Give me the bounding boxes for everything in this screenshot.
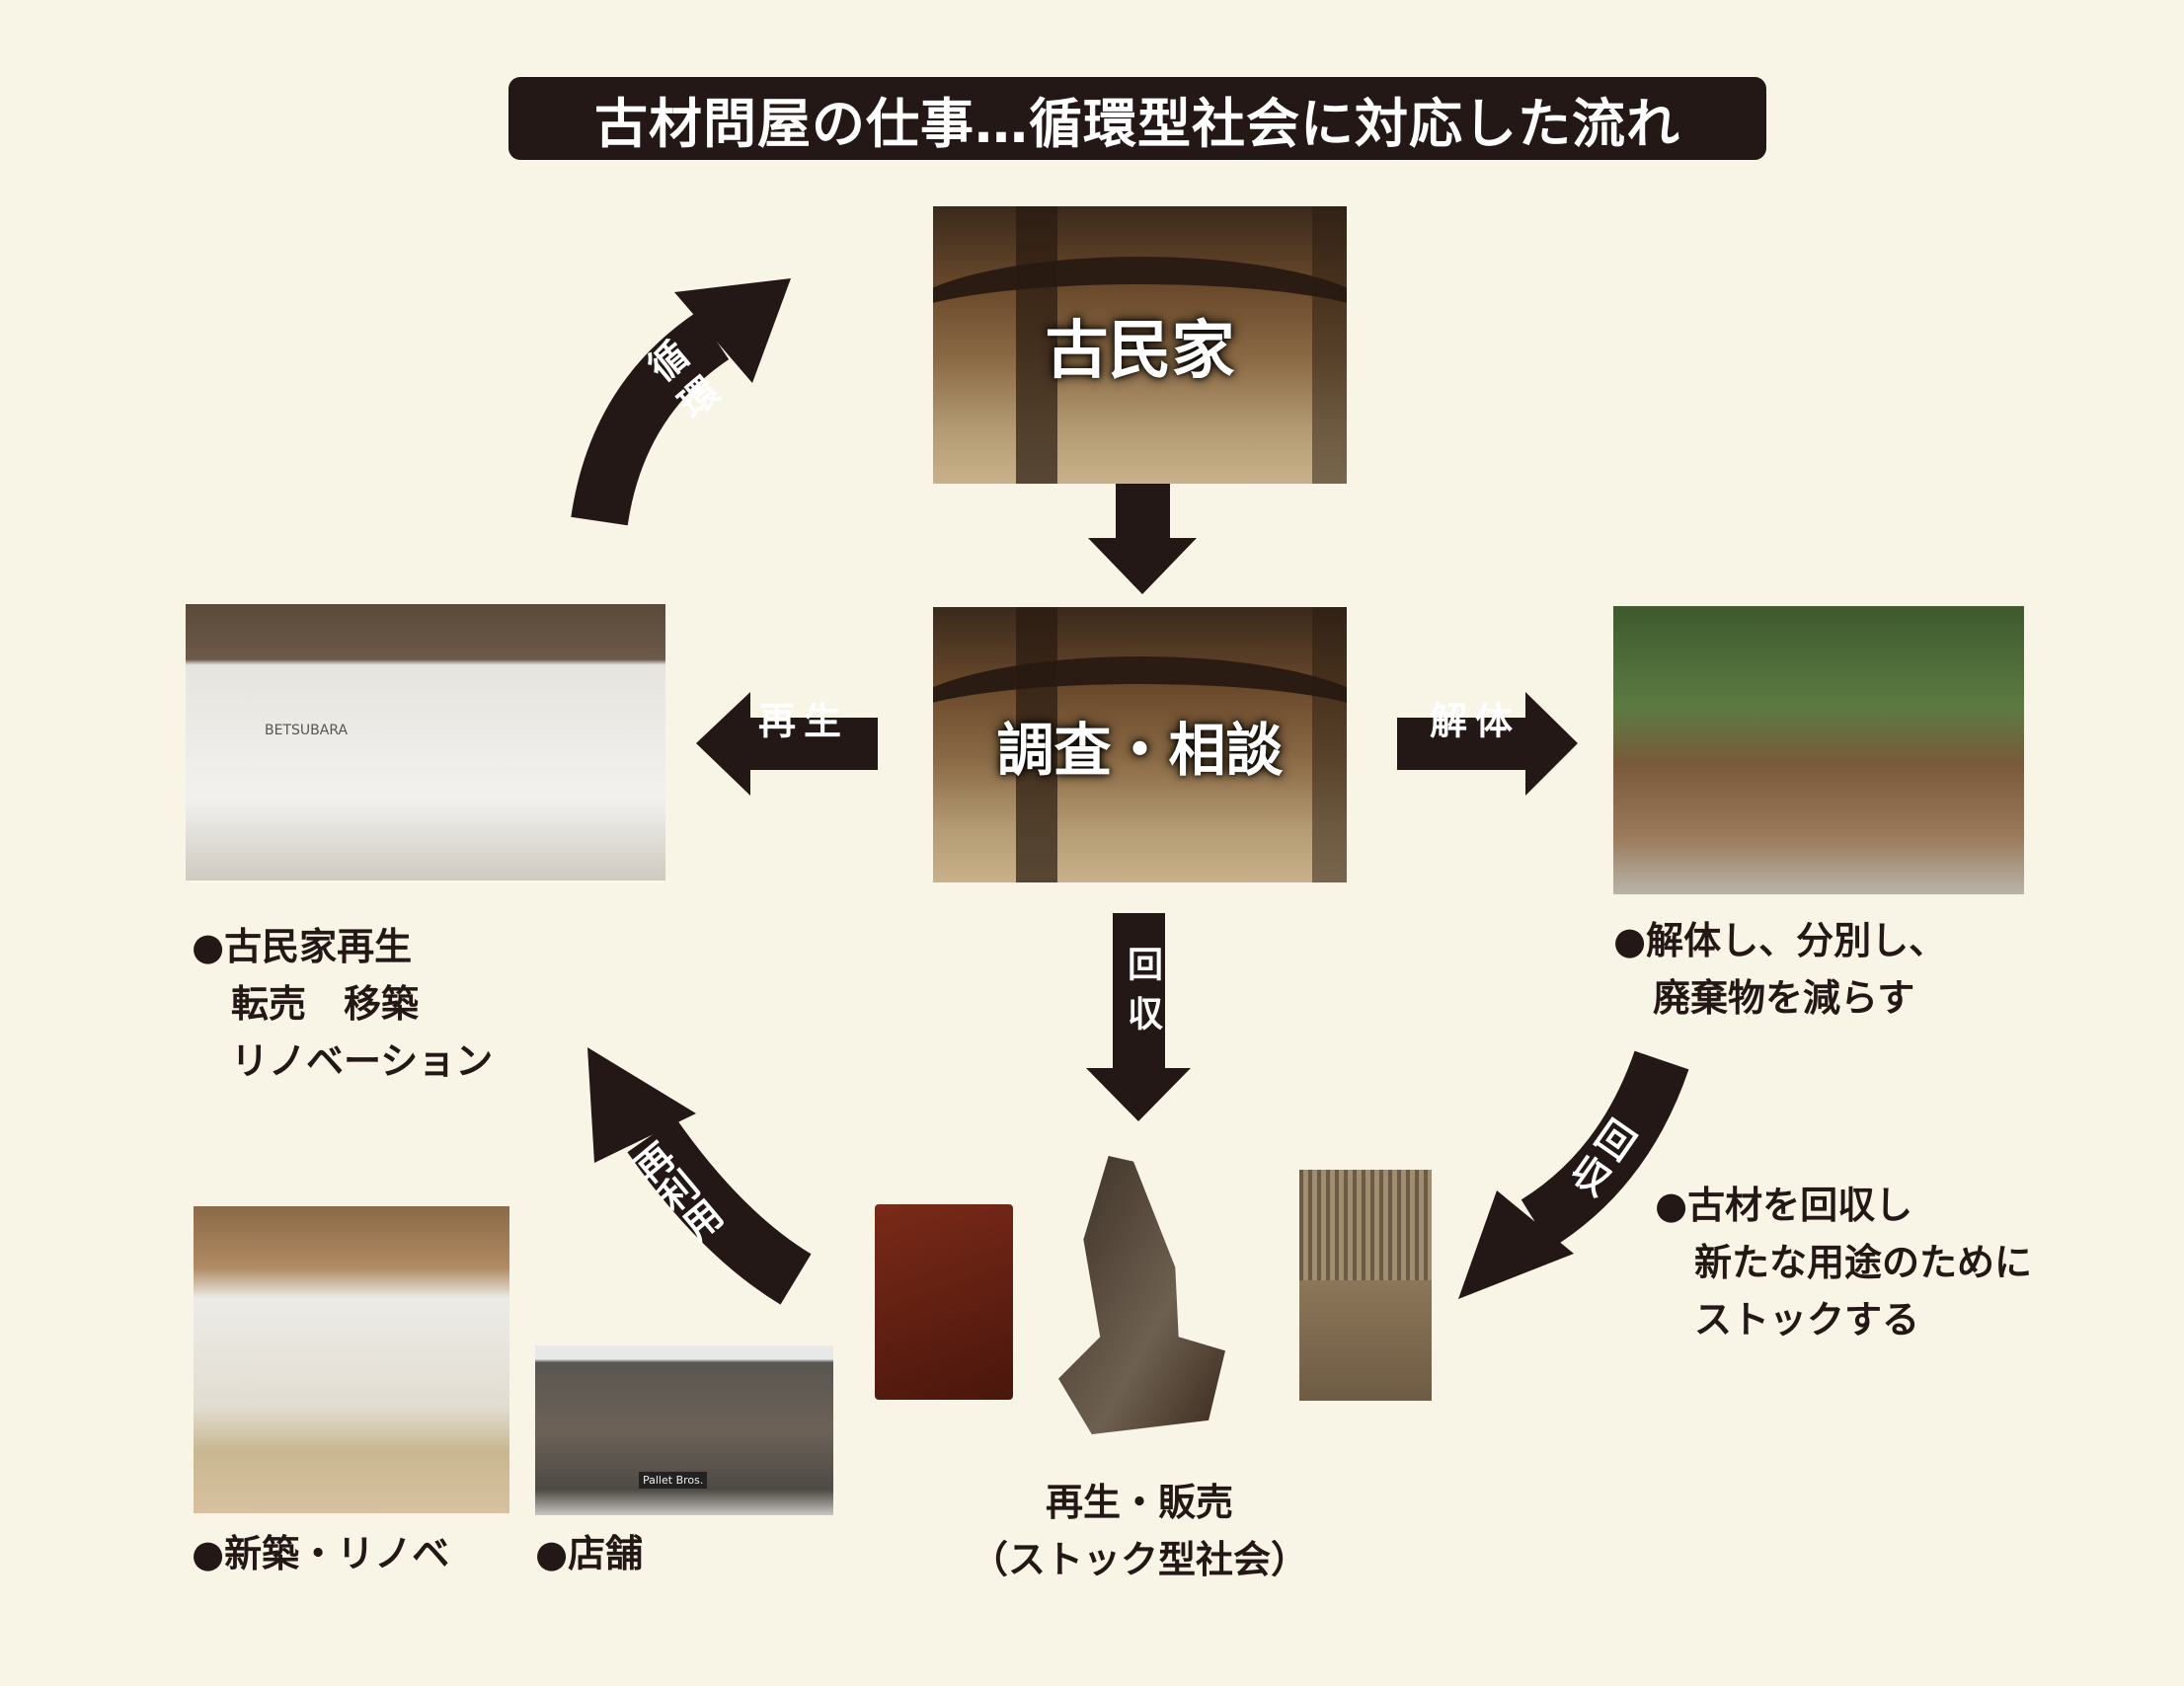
arrow-curved-reuse xyxy=(627,1117,812,1305)
photo-new-build xyxy=(194,1206,509,1513)
desc-line: ストックする xyxy=(1694,1298,1920,1341)
arrow-label-collect-down: 回収 xyxy=(1122,946,1162,1044)
arrow-right-dismantle xyxy=(1397,692,1578,796)
store-sign: Pallet Bros. xyxy=(639,1472,708,1489)
desc-line: ●解体し、分別し、 xyxy=(1613,919,1947,962)
old-house-label: 古民家 xyxy=(1045,314,1235,388)
arrow-down-survey xyxy=(1088,484,1197,594)
arrow-curved-collect xyxy=(1521,1050,1689,1249)
desc-stock: ●古材を回収し 新たな用途のために ストックする xyxy=(1655,1177,2032,1348)
photo-door xyxy=(1299,1170,1432,1401)
arrow-label-dismantle: 解体 xyxy=(1430,699,1521,743)
photo-survey: 調査・相談 xyxy=(933,607,1347,882)
label-store: ●店舗 xyxy=(535,1532,644,1575)
desc-sale: 再生・販売 （ストック型社会） xyxy=(942,1474,1337,1588)
arrow-head-collect xyxy=(1458,1190,1574,1299)
desc-line: ●古民家再生 xyxy=(192,925,413,968)
arrow-curved-circulation xyxy=(571,311,730,526)
desc-line: 転売 移築 xyxy=(231,982,420,1026)
label-new-build: ●新築・リノベ xyxy=(192,1532,450,1575)
desc-line: （ストック型社会） xyxy=(970,1538,1308,1581)
desc-left: ●古民家再生 転売 移築 リノベーション xyxy=(192,918,493,1090)
arrow-head-reuse xyxy=(587,1047,696,1163)
shop-sign: BETSUBARA xyxy=(265,723,349,738)
arrow-left-regeneration xyxy=(696,692,878,796)
desc-line: リノベーション xyxy=(231,1039,494,1083)
arrow-head-circulation xyxy=(674,278,791,383)
photo-chest xyxy=(875,1204,1013,1400)
desc-line: ●古材を回収し xyxy=(1655,1184,1913,1227)
diagram-title: 古材問屋の仕事…循環型社会に対応した流れ xyxy=(508,77,1766,160)
desc-line: 再生・販売 xyxy=(1045,1481,1233,1524)
arrow-down-collect xyxy=(1086,913,1191,1121)
desc-right: ●解体し、分別し、 廃棄物を減らす xyxy=(1613,912,1946,1027)
photo-old-house: 古民家 xyxy=(933,206,1347,484)
arrow-label-regeneration: 再生 xyxy=(758,699,850,743)
photo-renovated-house: BETSUBARA xyxy=(186,604,665,881)
desc-line: 廃棄物を減らす xyxy=(1653,976,1915,1020)
photo-dismantling xyxy=(1613,606,2024,894)
desc-line: 新たな用途のために xyxy=(1694,1241,2033,1284)
survey-label: 調査・相談 xyxy=(996,716,1284,784)
photo-store: Pallet Bros. xyxy=(535,1345,833,1515)
